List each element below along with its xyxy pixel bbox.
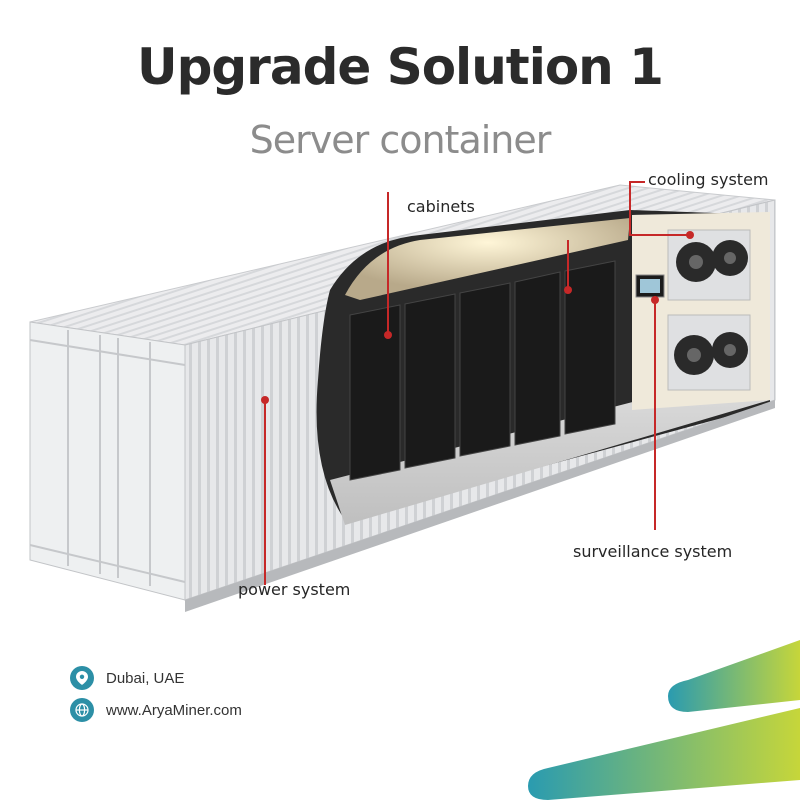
leader-cooling [629, 181, 690, 236]
page-subtitle: Server container [249, 118, 552, 162]
website-link[interactable]: www.AryaMiner.com [106, 701, 242, 719]
globe-icon [70, 698, 94, 722]
leader-lines [264, 181, 690, 585]
contact-website[interactable]: www.AryaMiner.com [70, 698, 242, 722]
location-pin-icon [70, 666, 94, 690]
label-cabinets: cabinets [407, 197, 475, 216]
label-surveillance-system: surveillance system [573, 542, 733, 561]
cabinet-row [349, 260, 616, 481]
label-power-system: power system [238, 580, 351, 599]
door-bars [29, 330, 186, 586]
container-end-doors [29, 321, 186, 601]
location-text: Dubai, UAE [106, 669, 185, 687]
interior-ceiling [345, 218, 630, 300]
accent-stripes [528, 640, 800, 800]
container-base [185, 400, 775, 612]
contact-location: Dubai, UAE [70, 666, 184, 690]
interior-floor [330, 395, 770, 525]
fan-icon [674, 240, 748, 375]
label-cooling-system: cooling system [648, 170, 769, 189]
page-title: Upgrade Solution 1 [137, 38, 664, 96]
